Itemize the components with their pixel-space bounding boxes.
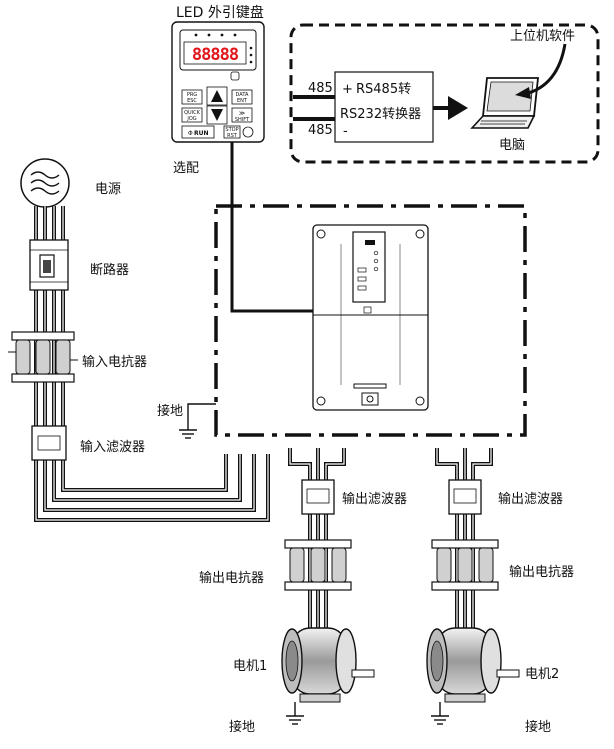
run-key[interactable] — [181, 125, 215, 139]
svg-text:PRG: PRG — [187, 92, 197, 98]
output-reactor-2-label: 输出电抗器 — [509, 564, 574, 580]
quick-jog-key[interactable] — [181, 107, 203, 123]
ground-symbol-icon — [179, 429, 197, 439]
led-keypad: LED 外引键盘 88888 PRG ESC DATA ENT QUICK JO… — [171, 4, 265, 176]
motor-2-icon — [426, 627, 520, 703]
cabinet-ground-wire — [187, 403, 216, 430]
power-label: 电源 — [95, 182, 121, 197]
keypad-display: 88888 — [192, 45, 239, 65]
motor-1-ground-label: 接地 — [229, 719, 255, 735]
computer-label: 电脑 — [499, 138, 525, 153]
run-icon: Φ — [188, 130, 193, 137]
drive-cabinet-dashed-box — [214, 204, 527, 437]
svg-text:SHIFT: SHIFT — [235, 117, 250, 123]
svg-text:JOG: JOG — [186, 116, 196, 122]
cabinet-ground-label: 接地 — [157, 403, 183, 419]
input-filter-label: 输入滤波器 — [80, 439, 145, 455]
svg-text:ENT: ENT — [237, 98, 248, 104]
keypad-option-label: 选配 — [173, 161, 199, 176]
input-reactor-label: 输入电抗器 — [82, 354, 147, 370]
stop-reset-key[interactable] — [223, 125, 241, 139]
inverter-drive — [312, 224, 429, 411]
motor-2-label: 电机2 — [525, 667, 559, 682]
motor-2-ground-label: 接地 — [525, 719, 551, 735]
output-filter-1-icon — [301, 479, 335, 515]
up-arrow-icon — [211, 90, 223, 102]
svg-text:485: 485 — [308, 123, 333, 138]
motor-1-icon — [281, 627, 375, 703]
output-filter-2-label: 输出滤波器 — [498, 491, 563, 507]
output-filter-2-icon — [448, 479, 482, 515]
svg-text:485: 485 — [308, 81, 333, 96]
software-label: 上位机软件 — [510, 29, 575, 44]
laptop-icon — [470, 77, 539, 129]
data-enter-key[interactable] — [231, 89, 253, 105]
svg-text:RUN: RUN — [194, 130, 209, 137]
svg-text:+: + — [342, 82, 353, 97]
circuit-breaker-icon — [29, 239, 69, 291]
multifunction-key[interactable] — [242, 126, 254, 138]
svg-text:DATA: DATA — [236, 92, 249, 98]
output-reactor-1-label: 输出电抗器 — [199, 570, 264, 586]
potentiometer-icon — [230, 71, 240, 81]
input-reactor-icon — [8, 331, 78, 383]
output-filter-1-label: 输出滤波器 — [342, 491, 407, 507]
ground-symbol-1-icon — [286, 715, 304, 725]
arrow-to-pc-icon — [448, 96, 468, 120]
output-reactor-2-icon — [431, 539, 499, 591]
output-reactor-1-icon — [284, 539, 352, 591]
ground-symbol-2-icon — [431, 715, 449, 725]
svg-text:RST: RST — [227, 133, 238, 139]
keypad-title: LED 外引键盘 — [176, 4, 264, 21]
input-filter-icon — [31, 425, 67, 461]
svg-text:QUICK: QUICK — [184, 110, 201, 116]
svg-text:RS485转: RS485转 — [356, 82, 411, 97]
shift-key[interactable] — [231, 107, 253, 123]
svg-text:STOP: STOP — [225, 127, 238, 133]
rs485-converter: 485 485 + RS485转 RS232转换器 - — [293, 71, 468, 143]
shift-icon: ≫ — [239, 110, 245, 117]
communication-dashed-box — [289, 23, 600, 164]
svg-text:-: - — [343, 124, 348, 139]
motor-1-label: 电机1 — [233, 659, 267, 674]
power-source-icon — [20, 158, 70, 208]
svg-text:ESC: ESC — [187, 98, 197, 104]
software-pointer-arrow — [524, 43, 567, 96]
breaker-label: 断路器 — [90, 262, 129, 278]
prg-key[interactable] — [181, 89, 203, 105]
keypad-cable — [230, 142, 323, 313]
svg-text:RS232转换器: RS232转换器 — [340, 107, 421, 122]
down-arrow-icon — [211, 109, 223, 121]
